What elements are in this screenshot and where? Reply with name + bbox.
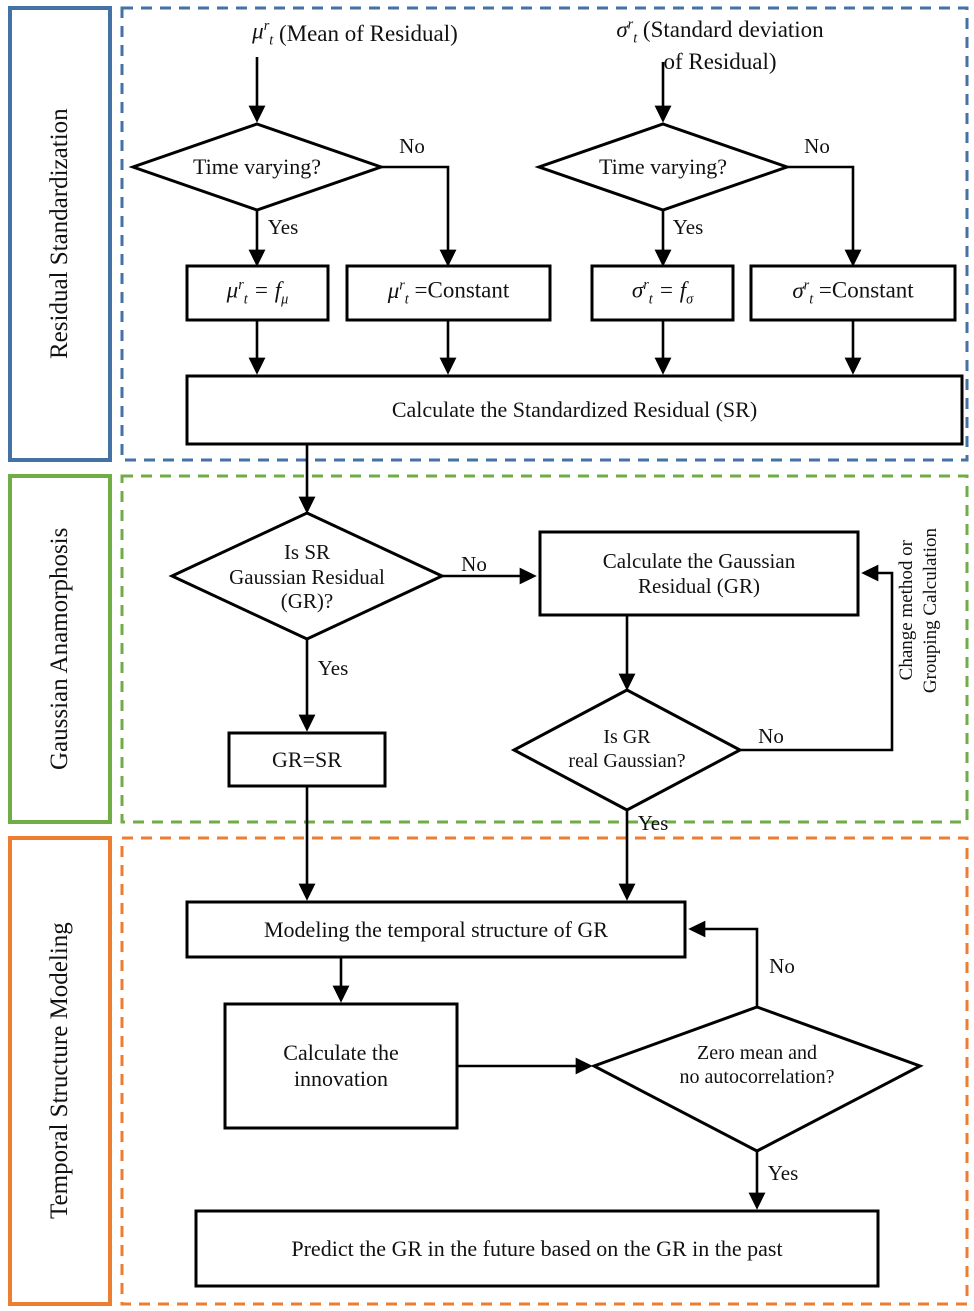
edge-label-is-gr-real-no: No	[758, 724, 784, 748]
sigma-fsigma-text: σrt = fσ	[631, 277, 694, 308]
node-sigma-decision-label: Time varying?	[570, 152, 756, 182]
stage-label-text: Residual Standardization	[46, 108, 73, 360]
zero-mean-line-2: no autocorrelation?	[679, 1066, 835, 1088]
calculate-gr-text: Calculate the Gaussian Residual (GR)	[540, 532, 858, 615]
sigma-decision-text: Time varying?	[598, 154, 728, 180]
node-calculate-gr-label: Calculate the Gaussian Residual (GR)	[540, 532, 858, 615]
edge-label-is-gr-real-yes: Yes	[638, 811, 669, 835]
predict-gr-text: Predict the GR in the future based on th…	[291, 1235, 783, 1261]
stage-border-temporal-structure-modeling	[8, 836, 112, 1306]
stage-label-residual-standardization: Residual Standardization	[12, 10, 108, 458]
mu-fmu-text: μrt = fμ	[226, 277, 289, 308]
node-mu-const-label: μrt =Constant	[347, 266, 550, 320]
node-modeling-temporal-structure	[185, 900, 687, 959]
zero-mean-text: Zero mean and no autocorrelation?	[637, 1034, 877, 1098]
edge-mu-no	[381, 165, 457, 267]
node-predict-gr-label: Predict the GR in the future based on th…	[196, 1211, 878, 1286]
node-calculate-sr-label: Calculate the Standardized Residual (SR)	[187, 376, 962, 444]
stage-label-gaussian-anamorphosis: Gaussian Anamorphosis	[12, 478, 108, 820]
mu-symbol: μrt	[252, 18, 274, 49]
loop-label-line-1: Change method or	[896, 540, 917, 681]
modeling-temporal-text: Modeling the temporal structure of GR	[264, 916, 608, 942]
loop-label-line-2: Grouping Calculation	[920, 528, 941, 694]
calculate-gr-line-1: Calculate the Gaussian	[602, 548, 796, 573]
calculate-gr-line-2: Residual (GR)	[638, 573, 760, 598]
node-sigma-const-label: σrt =Constant	[751, 266, 955, 320]
calculate-sr-text: Calculate the Standardized Residual (SR)	[391, 397, 758, 423]
is-sr-gr-text: Is SR Gaussian Residual (GR)?	[192, 536, 422, 618]
stage-border-gaussian-anamorphosis	[8, 474, 112, 824]
stage-panel-temporal-structure-modeling	[120, 836, 969, 1306]
gr-eq-sr-text: GR=SR	[272, 746, 342, 772]
is-sr-gr-line-1: Is SR	[283, 539, 331, 564]
is-gr-real-line-2: real Gaussian?	[568, 750, 686, 772]
stage-label-text: Temporal Structure Modeling	[46, 922, 73, 1220]
node-is-sr-gr-label: Is SR Gaussian Residual (GR)?	[192, 536, 422, 618]
edge-label-zero-mean-no: No	[769, 954, 795, 978]
edge-zero-mean-no-loop	[688, 920, 759, 1007]
loop-label-grouping-calculation: Grouping Calculation	[920, 528, 944, 774]
stage-panel-residual-standardization	[120, 6, 969, 462]
node-calculate-sr	[185, 374, 964, 446]
zero-mean-line-1: Zero mean and	[697, 1042, 817, 1065]
sigma-symbol: σrt	[616, 16, 638, 47]
stage-border-residual-standardization	[8, 6, 112, 462]
node-calculate-gr	[538, 530, 860, 617]
is-sr-gr-line-2: Gaussian Residual	[229, 564, 385, 589]
node-calculate-innovation-label: Calculate the innovation	[225, 1004, 457, 1128]
node-zero-mean-label: Zero mean and no autocorrelation?	[637, 1034, 877, 1098]
node-sigma-fsigma-label: σrt = fσ	[592, 266, 733, 320]
node-gr-eq-sr-label: GR=SR	[229, 733, 385, 786]
stage-panel-gaussian-anamorphosis	[120, 474, 969, 824]
node-sigma-const	[749, 264, 957, 322]
is-gr-real-line-1: Is GR	[603, 726, 651, 749]
edge-is-gr-real-no-loop	[740, 564, 894, 752]
mu-header-text: (Mean of Residual)	[278, 21, 458, 46]
node-mu-header: μrt (Mean of Residual)	[205, 14, 505, 54]
edge-sigma-no	[787, 165, 862, 267]
calculate-innovation-text: Calculate the innovation	[225, 1004, 457, 1128]
calculate-innovation-line-1: Calculate the	[283, 1040, 399, 1066]
edge-label-mu-no: No	[399, 134, 425, 158]
stage-label-text: Gaussian Anamorphosis	[46, 527, 73, 771]
is-sr-gr-line-3: (GR)?	[280, 589, 334, 614]
node-mu-fmu-label: μrt = fμ	[187, 266, 328, 320]
loop-label-change-method: Change method or	[896, 540, 920, 770]
calculate-innovation-line-2: innovation	[293, 1066, 389, 1091]
mu-const-text: μrt =Constant	[387, 277, 510, 308]
edge-label-is-sr-gr-no: No	[461, 552, 487, 576]
edge-label-sigma-no: No	[804, 134, 830, 158]
is-gr-real-text: Is GR real Gaussian?	[520, 718, 734, 782]
edge-label-is-sr-gr-yes: Yes	[318, 656, 349, 680]
mu-decision-text: Time varying?	[192, 154, 322, 180]
sigma-const-text: σrt =Constant	[792, 277, 914, 308]
node-gr-eq-sr	[227, 731, 387, 788]
edge-label-mu-yes: Yes	[268, 215, 299, 239]
node-modeling-temporal-label: Modeling the temporal structure of GR	[187, 902, 685, 957]
node-predict-gr	[194, 1209, 880, 1288]
node-calculate-innovation	[223, 1002, 459, 1130]
edge-label-sigma-yes: Yes	[673, 215, 704, 239]
edge-label-zero-mean-yes: Yes	[768, 1161, 799, 1185]
stage-label-temporal-structure-modeling: Temporal Structure Modeling	[12, 840, 108, 1302]
node-is-gr-real-label: Is GR real Gaussian?	[520, 718, 734, 782]
node-mu-decision-label: Time varying?	[164, 152, 350, 182]
